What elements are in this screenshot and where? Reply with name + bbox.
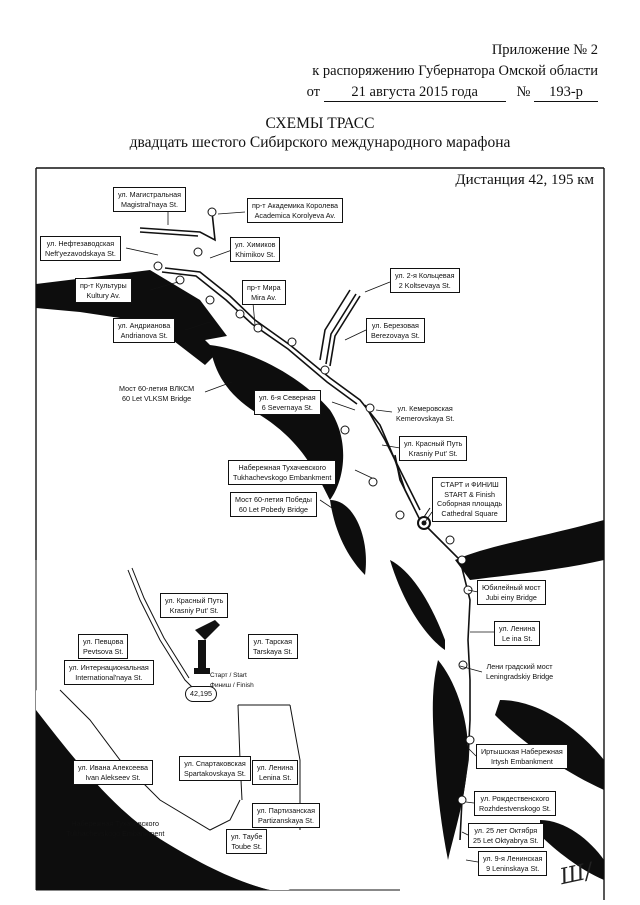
page-title: СХЕМЫ ТРАСС — [265, 115, 375, 132]
page-subtitle: двадцать шестого Сибирского международно… — [129, 134, 511, 151]
from-word: от — [306, 84, 321, 100]
label-finish-small: Финиш / Finish — [210, 682, 254, 689]
monument-icon — [194, 620, 220, 674]
label-start-small: Старт / Start — [210, 672, 247, 679]
appendix-number: Приложение № 2 — [491, 42, 598, 58]
label-leaders — [125, 200, 494, 863]
km-markers — [153, 207, 475, 805]
order-number: 193-р — [534, 84, 598, 102]
label-km-total: 42,195 — [185, 686, 217, 702]
marathon-route — [139, 211, 471, 841]
inset-river — [36, 690, 290, 890]
order-date-line: от 21 августа 2015 года № 193-р — [307, 84, 598, 102]
order-date: 21 августа 2015 года — [323, 84, 506, 102]
start-finish-marker — [417, 507, 431, 530]
number-label: № — [516, 84, 531, 100]
irtysh-river — [36, 270, 604, 890]
order-reference: к распоряжению Губернатора Омской област… — [312, 63, 598, 79]
distance-label: Дистанция 42, 195 км — [455, 172, 594, 188]
